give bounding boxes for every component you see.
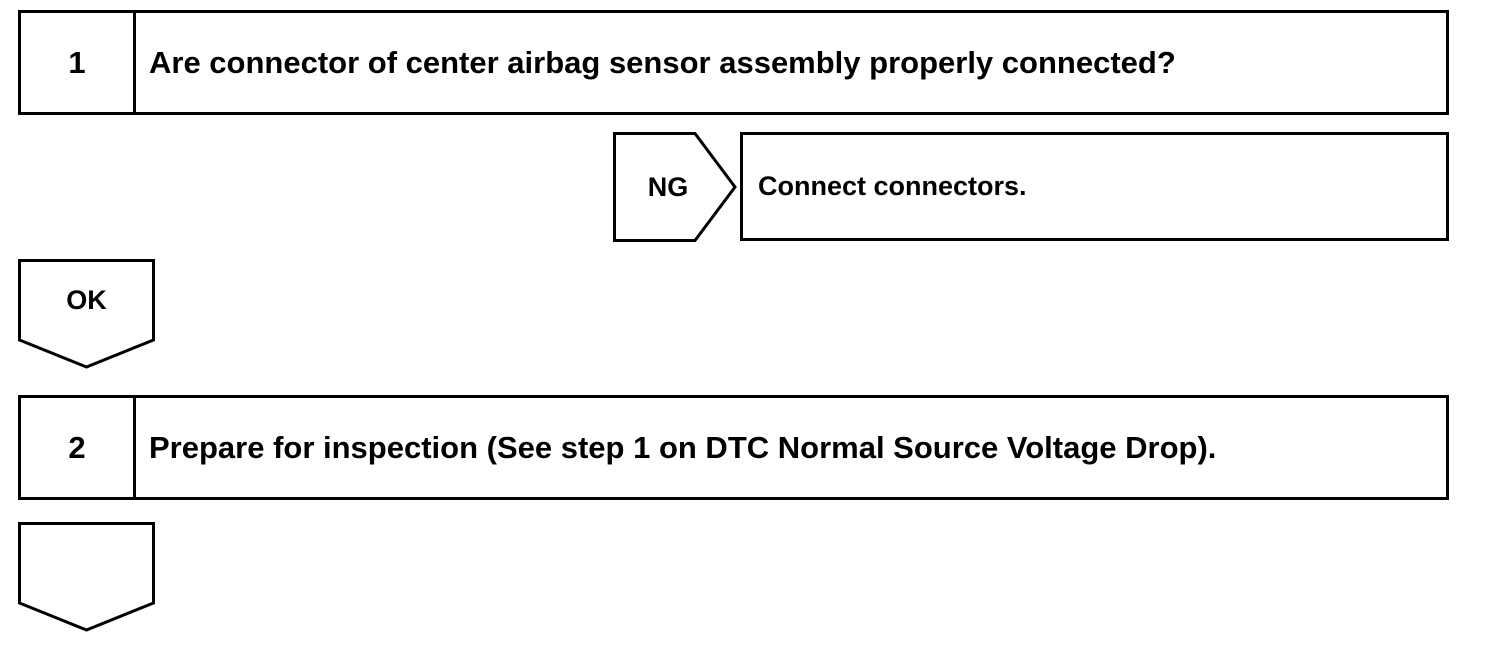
ok-label: OK [66,284,107,315]
ng-action-text: Connect connectors. [758,171,1027,201]
next-step-arrow-shape [18,522,155,632]
step-number: 1 [21,13,136,112]
ng-arrow-shape [613,132,737,242]
ok-arrow-shape [18,259,155,369]
next-step-arrow [18,522,155,632]
step-2-box: 2 Prepare for inspection (See step 1 on … [18,395,1449,500]
step-question: Are connector of center airbag sensor as… [149,44,1176,80]
ng-action-box: Connect connectors. [740,132,1449,241]
ng-label: NG [647,171,689,202]
step-number: 2 [21,398,136,497]
step-1-box: 1 Are connector of center airbag sensor … [18,10,1449,115]
ok-arrow: OK [18,259,155,369]
ng-arrow: NG [613,132,737,242]
step-instruction: Prepare for inspection (See step 1 on DT… [149,429,1217,465]
